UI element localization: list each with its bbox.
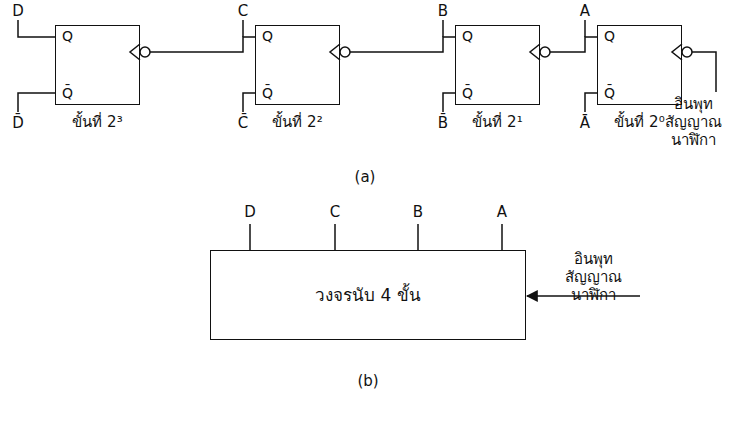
output-wire [334, 224, 336, 250]
count-wire [340, 37, 455, 52]
pin-name: Q [262, 28, 273, 45]
pin-name: Q̄ [604, 85, 615, 102]
output-wire [243, 93, 255, 112]
pin-name: Q̄ [62, 85, 73, 102]
complement-output-name: C̄ [238, 114, 248, 132]
stage-label: ขั้นที่ 2³ [55, 110, 140, 134]
flip-flop: Q Q̄ ขั้นที่ 2³ [55, 25, 140, 134]
clock-triangle [672, 44, 682, 60]
figure-tag: (b) [357, 372, 378, 390]
pin-name: Q [604, 28, 615, 45]
count-wire [140, 37, 255, 52]
pin-name: Q̄ [462, 85, 473, 102]
clock-bubble [682, 47, 692, 57]
pin-name: Q̄ [262, 85, 273, 102]
flip-flop: Q Q̄ ขั้นที่ 2² [255, 25, 340, 134]
counter-block: วงจรนับ 4 ขั้น [210, 250, 526, 340]
complement-output-name: Ā [580, 114, 590, 132]
complement-output-name: D̄ [12, 114, 24, 132]
clock-input-label: อินพุท สัญญาณนาฬิกา [543, 250, 643, 304]
clock-bubble [140, 47, 150, 57]
stage-label: ขั้นที่ 2² [255, 110, 340, 134]
flip-flop-outline: Q Q̄ [55, 25, 140, 105]
output-name: B [413, 203, 423, 221]
output-name: A [580, 2, 590, 20]
counter-outline: วงจรนับ 4 ขั้น [210, 250, 526, 340]
clock-wire [692, 52, 716, 92]
output-wire [584, 20, 586, 37]
clock-input-label: อินพุท สัญญาณนาฬิกา [643, 95, 743, 149]
output-wire [242, 20, 244, 37]
flip-flop-outline: Q Q̄ [597, 25, 682, 105]
pin-name: Q [62, 28, 73, 45]
stage-label: ขั้นที่ 2¹ [455, 110, 540, 134]
block-title: วงจรนับ 4 ขั้น [315, 285, 421, 305]
output-name: C [238, 2, 248, 20]
clock-triangle [330, 44, 340, 60]
output-name: B [438, 2, 448, 20]
output-wire [501, 224, 503, 250]
output-wire [249, 224, 251, 250]
flip-flop-outline: Q Q̄ [255, 25, 340, 105]
output-wire [443, 93, 455, 112]
flip-flop: Q Q̄ ขั้นที่ 2¹ [455, 25, 540, 134]
complement-output-name: B̄ [438, 114, 448, 132]
clock-bubble [540, 47, 550, 57]
output-wire [417, 224, 419, 250]
output-wire [585, 93, 597, 112]
clock-triangle [130, 44, 140, 60]
output-name: D [12, 2, 24, 20]
flip-flop-outline: Q Q̄ [455, 25, 540, 105]
figure-tag: (a) [355, 168, 376, 186]
clock-bubble [340, 47, 350, 57]
output-name: C [330, 203, 340, 221]
output-wire [442, 20, 444, 37]
output-name: A [497, 203, 507, 221]
output-wire [18, 93, 55, 112]
output-name: D [244, 203, 256, 221]
clock-triangle [530, 44, 540, 60]
pin-name: Q [462, 28, 473, 45]
output-wire [18, 20, 55, 37]
